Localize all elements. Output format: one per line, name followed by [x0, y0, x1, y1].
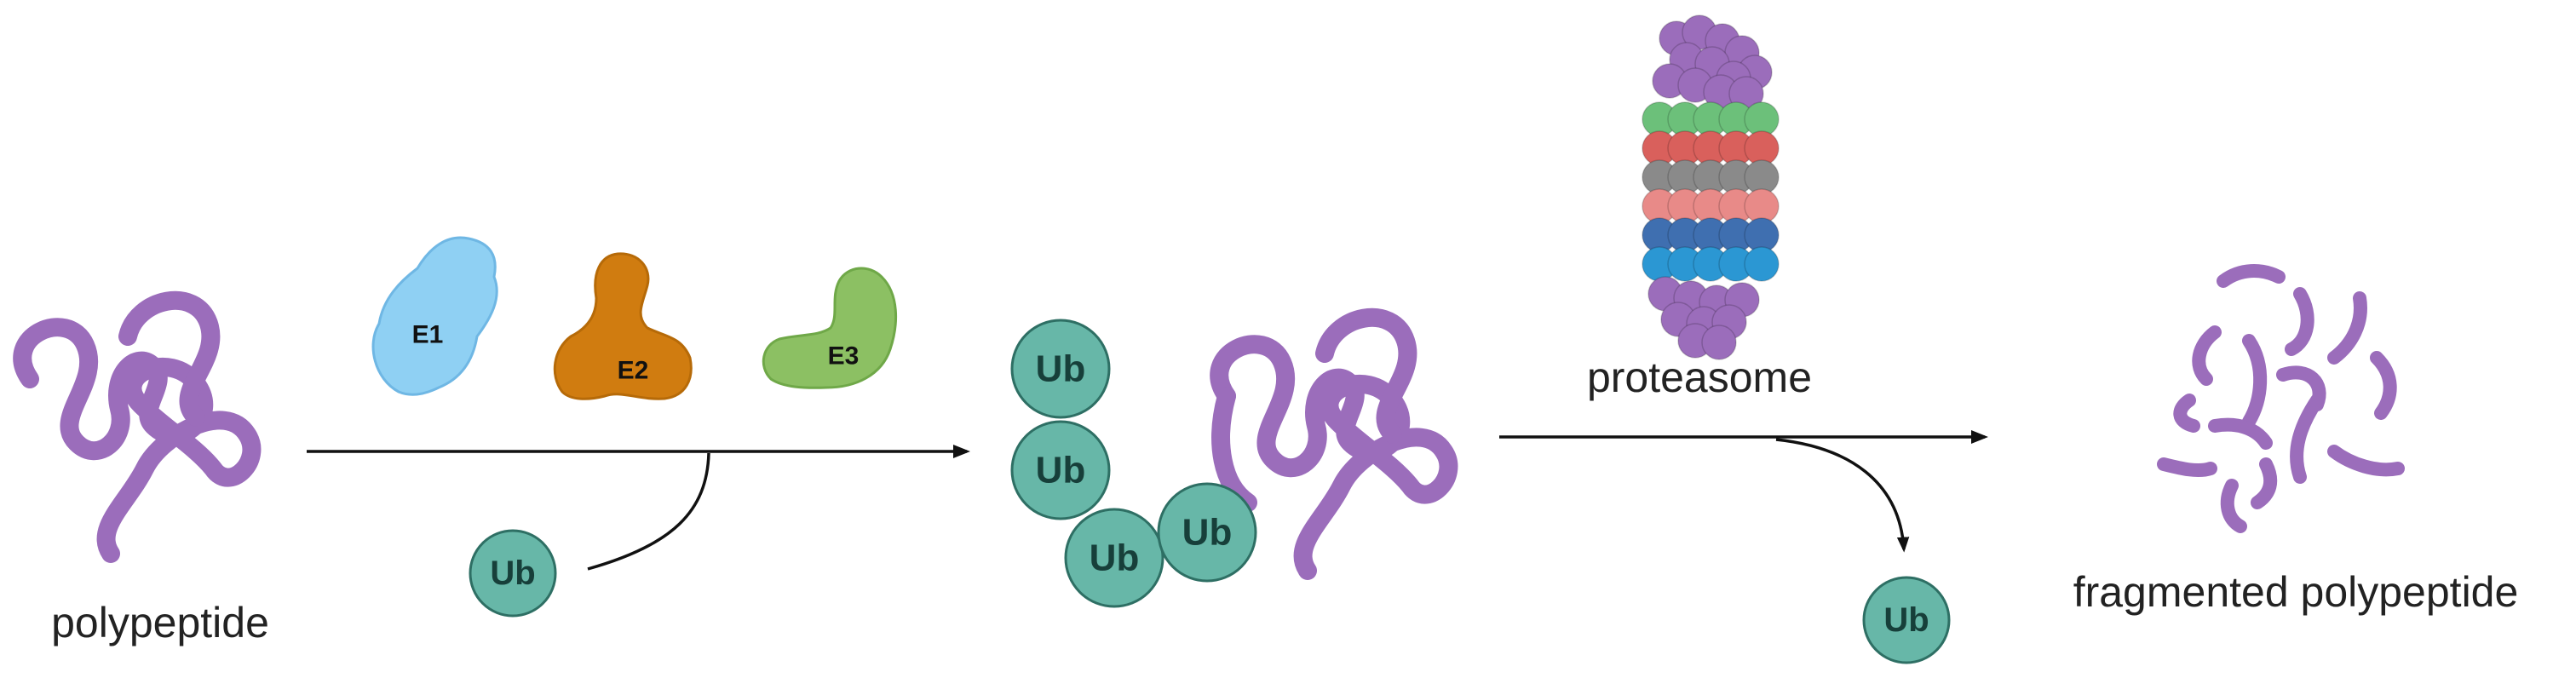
chain-ub-icon: Ub	[1010, 319, 1111, 419]
proteasome-icon	[1642, 14, 1780, 360]
ub-release-curve	[1775, 438, 1910, 553]
fragmented-polypeptide-icon	[2157, 264, 2405, 533]
chain-ub-label: Ub	[1036, 450, 1086, 491]
chain-ub-label: Ub	[1036, 348, 1086, 390]
e3-enzyme-icon: E3	[762, 267, 898, 389]
e2-enzyme-icon: E2	[553, 252, 693, 400]
proteasome-ring-bead	[1744, 246, 1780, 282]
chain-ub-label: Ub	[1090, 537, 1140, 579]
chain-ub-icon: Ub	[1064, 508, 1164, 608]
released-ub-icon: Ub	[1862, 576, 1951, 664]
free-ub-label: Ub	[490, 554, 535, 592]
proteasome-label: proteasome	[1587, 353, 1812, 401]
chain-ub-icon: Ub	[1010, 420, 1111, 520]
proteasome-cap-bead	[1701, 325, 1737, 360]
polypeptide-label: polypeptide	[51, 599, 269, 646]
released-ub-label: Ub	[1883, 601, 1929, 639]
ub-incoming-curve	[587, 452, 710, 571]
fragmented-polypeptide-label: fragmented polypeptide	[2073, 568, 2519, 616]
e2-label: E2	[618, 357, 649, 385]
polypeptide-icon	[13, 290, 262, 563]
e1-enzyme-icon: E1	[371, 236, 498, 396]
free-ub-icon: Ub	[469, 529, 557, 618]
chain-ub-label: Ub	[1182, 512, 1233, 554]
e3-label: E3	[828, 342, 860, 371]
e1-label: E1	[412, 321, 444, 349]
ubiquitin-chain: Ub Ub Ub Ub	[1010, 319, 1257, 608]
chain-ub-icon: Ub	[1157, 482, 1257, 583]
